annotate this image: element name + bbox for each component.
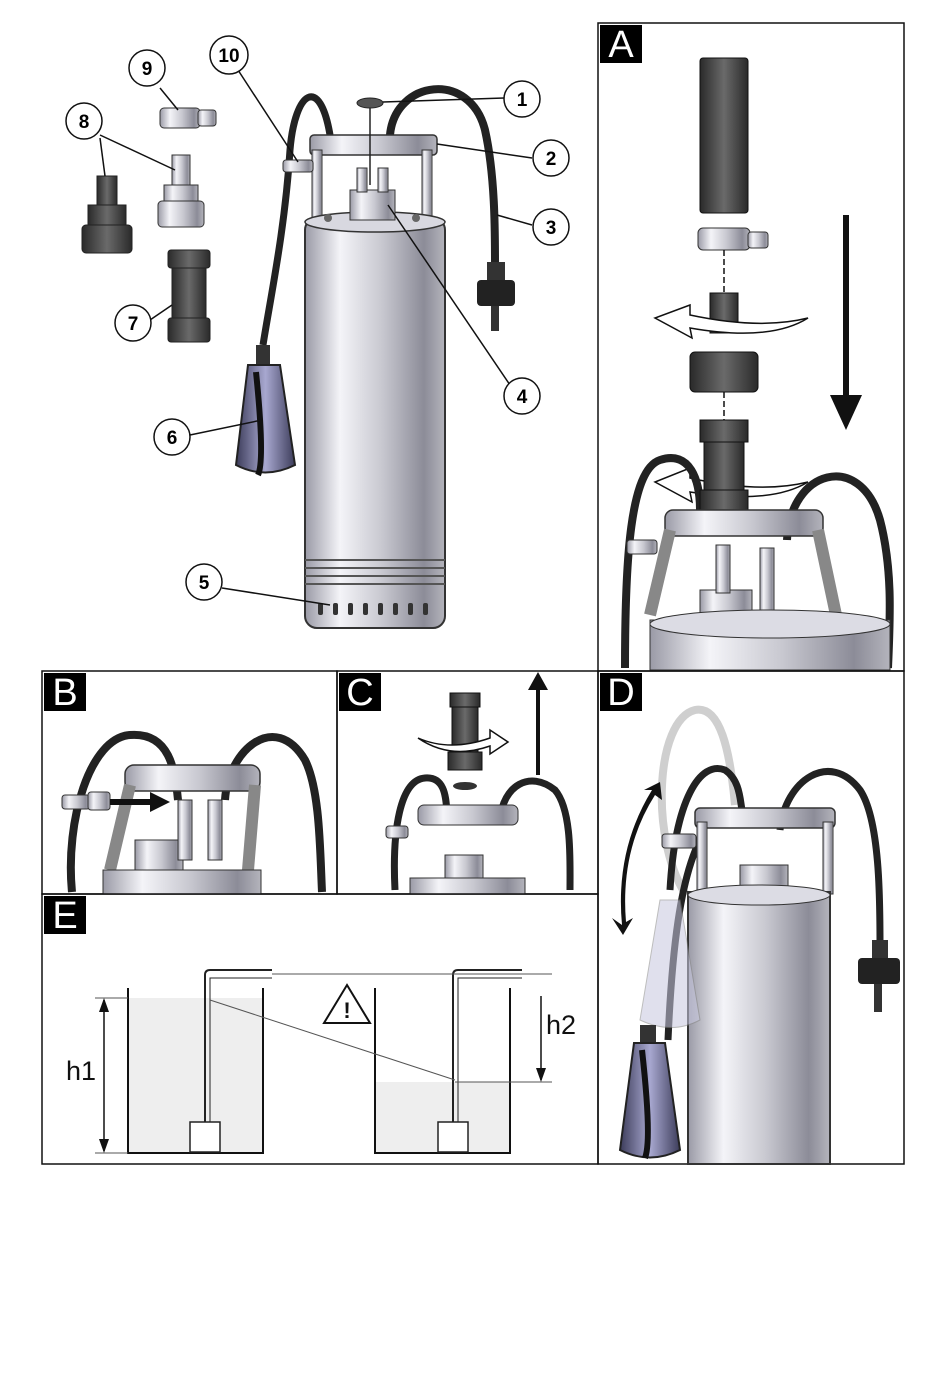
svg-text:10: 10	[218, 46, 239, 67]
callout-7: 7	[115, 305, 151, 341]
pump-symbol	[190, 1122, 220, 1152]
svg-text:B: B	[52, 672, 77, 714]
callout-4: 4	[504, 378, 540, 414]
svg-text:9: 9	[142, 59, 153, 80]
pump-symbol	[438, 1122, 468, 1152]
h2-label: h2	[546, 1010, 576, 1040]
svg-text:C: C	[346, 672, 373, 714]
float-switch	[620, 1025, 680, 1158]
power-plug	[477, 262, 515, 331]
callout-9: 9	[129, 50, 165, 86]
callout-1: 1	[504, 81, 540, 117]
panel-b: B	[42, 671, 337, 894]
svg-text:8: 8	[79, 112, 90, 133]
swing-arrow-icon	[612, 782, 662, 935]
callout-6: 6	[154, 419, 190, 455]
svg-text:2: 2	[546, 149, 557, 170]
cap-part	[357, 98, 383, 108]
direction-arrow-icon	[830, 215, 862, 430]
svg-text:3: 3	[546, 218, 557, 239]
direction-arrow-icon	[528, 672, 548, 775]
callout-8: 8	[66, 103, 102, 139]
warning-triangle-icon: !	[324, 985, 370, 1023]
float-switch	[236, 345, 295, 475]
carry-handle	[310, 135, 437, 155]
hose-clamp-part	[160, 108, 216, 128]
h1-label: h1	[66, 1056, 96, 1086]
svg-text:D: D	[607, 672, 634, 714]
panel-a: A	[598, 23, 904, 671]
svg-text:5: 5	[199, 573, 210, 594]
callout-2: 2	[533, 140, 569, 176]
pump-body	[305, 218, 445, 628]
panel-e: E h1 h2 !	[42, 894, 598, 1164]
pump-overview: 1 2 3 4 5 6 7 8	[66, 36, 569, 628]
svg-text:1: 1	[517, 90, 528, 111]
svg-text:4: 4	[517, 387, 528, 408]
svg-text:!: !	[343, 998, 350, 1023]
svg-text:E: E	[52, 895, 77, 937]
non-return-valve-part	[168, 250, 210, 342]
panel-c: C	[337, 671, 598, 894]
callout-5: 5	[186, 564, 222, 600]
hose-connector-part	[82, 155, 204, 253]
hose-part	[700, 58, 748, 213]
svg-text:6: 6	[167, 428, 178, 449]
svg-text:7: 7	[128, 314, 139, 335]
svg-text:A: A	[608, 24, 634, 66]
panel-d: D	[598, 671, 904, 1164]
callout-3: 3	[533, 209, 569, 245]
callout-10: 10	[210, 36, 248, 74]
